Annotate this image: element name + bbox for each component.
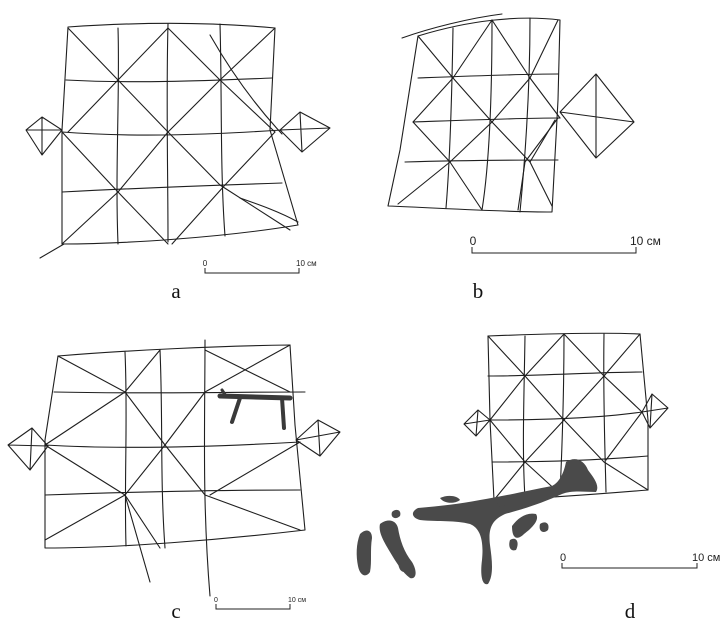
panel-c-scale-zero: 0 [214,597,218,604]
panel-b-label: b [473,279,484,303]
panel-b-scale-end: 10 см [630,234,661,248]
panel-a-drawing [25,22,331,259]
panel-d-drawing [356,332,669,585]
panel-a-label: a [171,279,181,303]
panel-b-scale-bar: 0 10 см [470,234,661,254]
panel-c-label: c [171,599,180,622]
panel-d-scale-bar: 0 10 см [560,552,720,569]
panel-d-scale-zero: 0 [560,552,566,564]
panel-d-label: d [625,599,636,622]
panel-d-scale-end: 10 см [692,552,720,564]
panel-a-scale-bar: 0 10 см [203,259,317,274]
panel-b-drawing [387,13,635,213]
panel-c-scale-end: 10 см [288,597,306,604]
panel-c-scale-bar: 0 10 см [214,597,306,610]
panel-c-drawing [7,339,341,597]
panel-a-scale-zero: 0 [203,259,208,268]
panel-a-scale-end: 10 см [296,259,317,268]
panel-b-scale-zero: 0 [470,234,477,248]
